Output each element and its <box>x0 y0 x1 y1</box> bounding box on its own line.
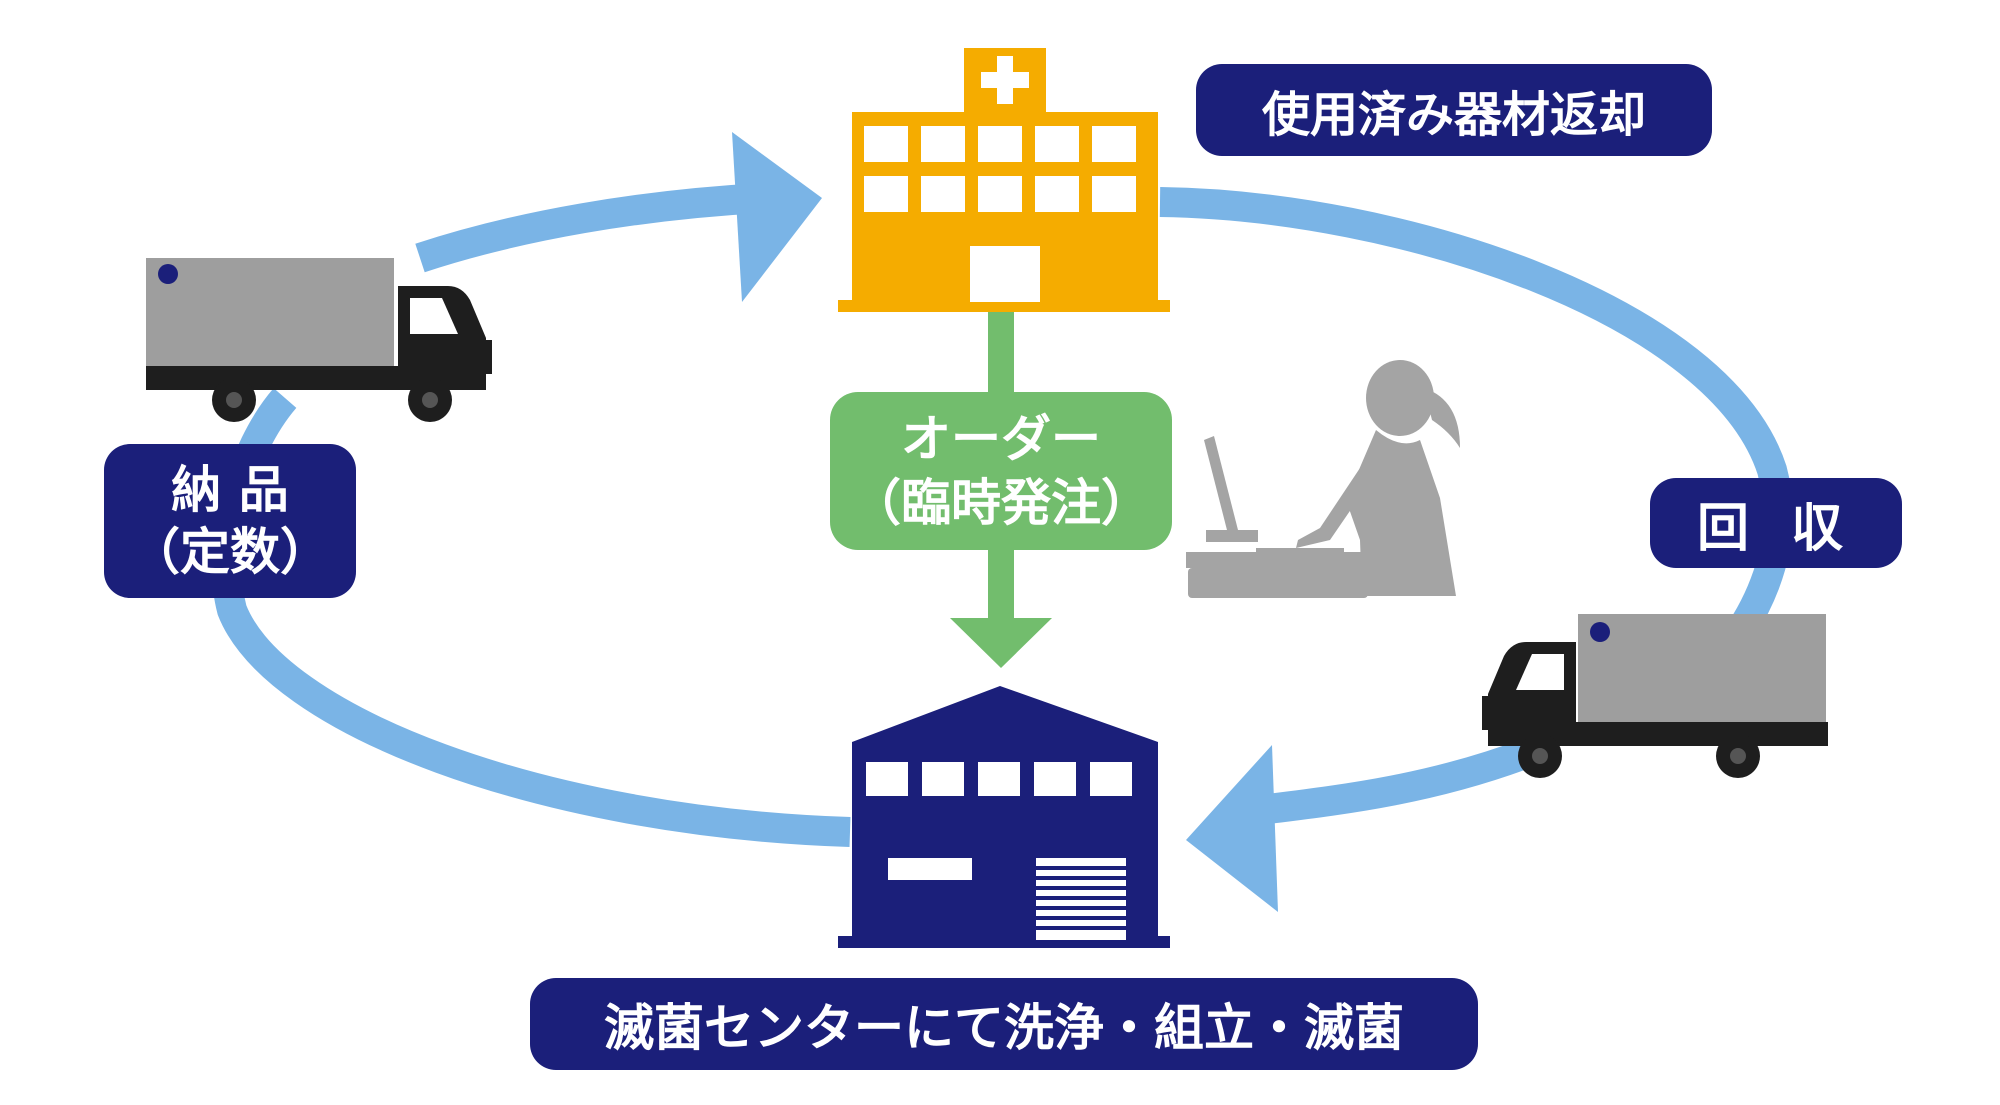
delivery-label: 納 品 （定数） <box>104 444 356 598</box>
delivery-text-line2: （定数） <box>130 523 330 581</box>
hospital-icon <box>838 48 1170 312</box>
sterilization-center-icon <box>838 686 1170 948</box>
collection-truck-icon <box>1482 614 1828 778</box>
down-arrow-icon <box>950 312 1052 668</box>
order-text-line1: オーダー <box>901 410 1101 468</box>
delivery-truck-icon <box>146 258 492 422</box>
collection-text: 回 収 <box>1696 498 1856 559</box>
sterilization-center-label: 滅菌センターにて洗浄・組立・滅菌 <box>530 978 1478 1070</box>
cycle-arrowhead-top-icon <box>732 132 822 302</box>
collection-label: 回 収 <box>1650 478 1902 568</box>
used-equipment-return-label: 使用済み器材返却 <box>1196 64 1712 156</box>
cycle-arrowhead-bottom-icon <box>1186 745 1278 912</box>
person-at-computer-icon <box>1186 360 1460 598</box>
sterilization-center-text: 滅菌センターにて洗浄・組立・滅菌 <box>604 999 1404 1057</box>
order-label: オーダー （臨時発注） <box>830 392 1172 550</box>
order-text-line2: （臨時発注） <box>851 474 1151 532</box>
used-equipment-return-text: 使用済み器材返却 <box>1261 87 1646 143</box>
delivery-text-line1: 納 品 <box>171 461 289 519</box>
